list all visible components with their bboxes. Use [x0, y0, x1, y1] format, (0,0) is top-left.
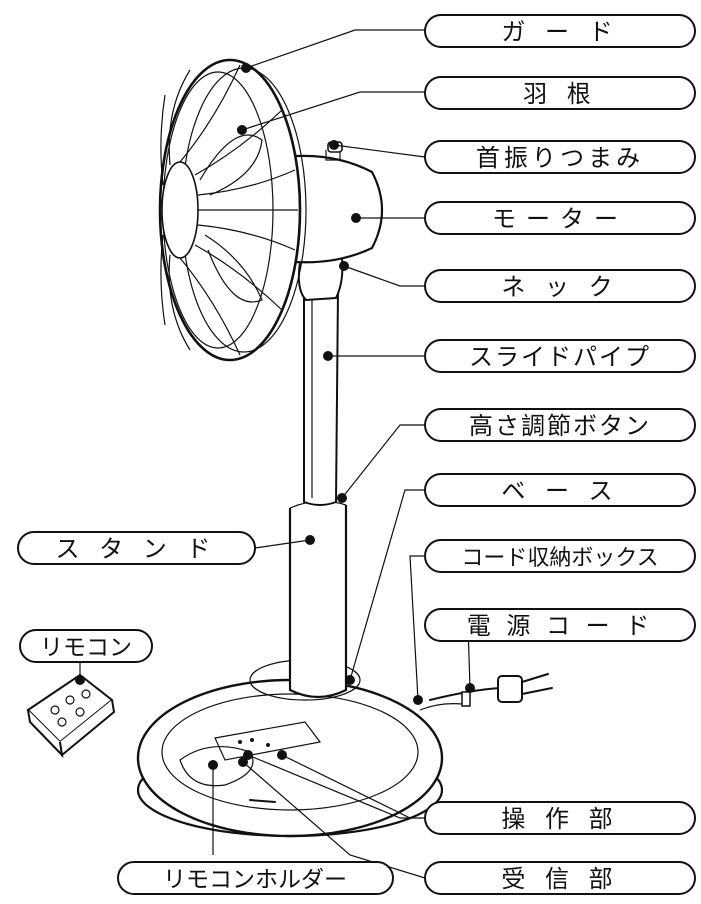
- label-neck: ネ ッ ク: [424, 269, 696, 303]
- label-guard: ガ ー ド: [424, 14, 696, 48]
- label-control-panel: 操 作 部: [424, 801, 696, 835]
- label-blades: 羽 根: [424, 76, 696, 110]
- label-slide-pipe: スライドパイプ: [424, 339, 696, 373]
- label-height-button: 高さ調節ボタン: [424, 408, 696, 442]
- label-neck-text: ネ ッ ク: [501, 273, 618, 301]
- label-stand-text: ス タ ン ド: [56, 535, 217, 563]
- label-motor-text: モーター: [492, 205, 628, 233]
- label-remote: リモコン: [19, 629, 153, 663]
- label-control-panel-text: 操 作 部: [501, 805, 618, 833]
- label-slide-pipe-text: スライドパイプ: [469, 343, 651, 371]
- label-base-text: ベ ー ス: [501, 477, 618, 505]
- fan-illustration: [136, 58, 553, 838]
- label-motor: モーター: [424, 201, 696, 235]
- label-oscillation-knob-text: 首振りつまみ: [476, 144, 644, 172]
- label-height-button-text: 高さ調節ボタン: [469, 412, 651, 440]
- label-cord-box: コード収納ボックス: [424, 539, 696, 573]
- label-cord-box-text: コード収納ボックス: [461, 546, 658, 571]
- label-remote-holder-text: リモコンホルダー: [163, 867, 347, 893]
- label-power-cord-text: 電 源 コ ー ド: [467, 612, 654, 640]
- leader-lines: [75, 29, 475, 879]
- label-blades-text: 羽 根: [523, 80, 597, 108]
- label-guard-text: ガ ー ド: [501, 18, 618, 46]
- label-remote-holder: リモコンホルダー: [117, 861, 394, 895]
- label-oscillation-knob: 首振りつまみ: [424, 140, 696, 174]
- neck-drawing: [297, 256, 344, 302]
- label-base: ベ ー ス: [424, 473, 696, 507]
- label-power-cord: 電 源 コ ー ド: [424, 608, 696, 642]
- power-cord-drawing: [419, 673, 553, 711]
- label-receiver-text: 受 信 部: [501, 865, 618, 893]
- callout-labels: ガ ー ド 羽 根 首振りつまみ モーター ネ ッ ク スライドパイプ 高さ調節…: [17, 14, 696, 895]
- stand-drawing: [288, 289, 348, 699]
- remote-drawing: [26, 673, 116, 758]
- label-receiver: 受 信 部: [424, 861, 696, 895]
- label-remote-text: リモコン: [40, 635, 132, 661]
- guard-drawing: [158, 58, 307, 362]
- label-stand: ス タ ン ド: [17, 531, 256, 565]
